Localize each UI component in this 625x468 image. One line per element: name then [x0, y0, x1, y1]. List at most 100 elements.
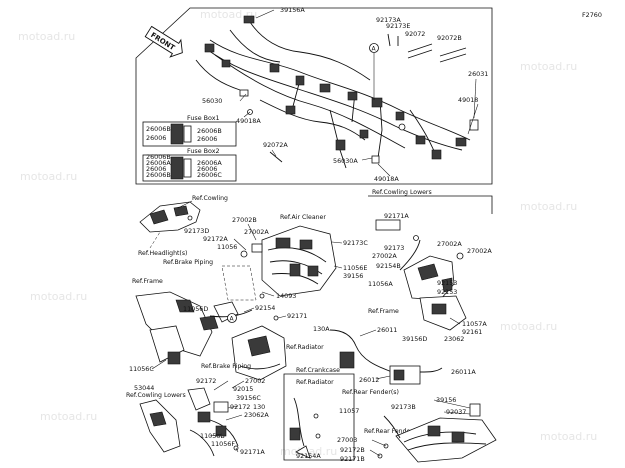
ref-headlight: Ref.Headlight(s) — [138, 250, 187, 257]
front-arrow-icon: FRONT — [144, 25, 183, 58]
fuse-26006C: 26006C — [197, 171, 222, 179]
center-cover — [231, 325, 287, 381]
ref-brake-piping: Ref.Brake Piping — [163, 259, 213, 266]
part-11056C: 11056C — [129, 365, 154, 373]
ref-radiator: Ref.Radiator — [296, 379, 334, 386]
harness-connectors — [204, 15, 479, 164]
part-92173C: 92173C — [343, 239, 368, 247]
watermark: motoad.ru — [500, 320, 557, 333]
diagram-code: F2760 — [582, 11, 602, 19]
part-92072B: 92072B — [437, 34, 462, 42]
callout-a-icon — [227, 313, 237, 323]
ref-cowling: Ref.Cowling — [192, 195, 228, 202]
part-56030: 56030 — [202, 97, 222, 105]
ref-brake-piping: Ref.Brake Piping — [201, 363, 251, 370]
crankcase-sensor-leads — [289, 397, 321, 459]
part-92154: 92154 — [255, 304, 275, 312]
part-39156: 39156 — [436, 396, 456, 404]
fuse-26006: 26006 — [146, 134, 166, 142]
part-49018A-2: 49018A — [374, 175, 399, 183]
right-side-bracket — [399, 235, 467, 331]
part-92173: 92173 — [384, 244, 404, 252]
part-11056E: 11056E — [343, 264, 367, 272]
part-39156C: 39156C — [236, 394, 261, 402]
part-92037: 92037 — [446, 408, 466, 416]
part-92153: 92153 — [437, 288, 457, 296]
watermark: motoad.ru — [40, 410, 97, 423]
part-92173B: 92173B — [391, 403, 416, 411]
watermark: motoad.ru — [200, 8, 257, 21]
ref-air-cleaner: Ref.Air Cleaner — [280, 214, 326, 221]
part-92171A: 92171A — [240, 448, 265, 456]
crankcase-group-frame — [283, 373, 355, 461]
rear-fender-harness — [377, 403, 497, 463]
air-cleaner-harness — [240, 225, 337, 299]
part-92154B: 92154B — [376, 262, 401, 270]
part-26011: 26011 — [377, 326, 397, 334]
fuse-box-1-title: Fuse Box1 — [187, 114, 220, 122]
watermark: motoad.ru — [20, 170, 77, 183]
part-130: 130 — [253, 403, 265, 411]
part-56030A: 56030A — [333, 157, 358, 165]
part-26012: 26012 — [359, 376, 379, 384]
part-26011A: 26011A — [451, 368, 476, 376]
ref-frame: Ref.Frame — [132, 278, 163, 285]
mid-leaders — [233, 223, 343, 297]
ref-cowling-lowers: Ref.Cowling Lowers — [372, 189, 432, 196]
watermark-layer: motoad.ru motoad.ru motoad.ru motoad.ru … — [18, 8, 597, 458]
upper-part-labels: 39156A 92173A 92173E 92072 92072B 26031 … — [202, 6, 488, 183]
part-39156D: 39156D — [402, 335, 427, 343]
fuse-26006B: 26006B — [146, 125, 171, 133]
part-11056D: 11056D — [183, 305, 208, 313]
fuse-box-2-title: Fuse Box2 — [187, 147, 220, 155]
part-27002A: 27002A — [372, 252, 397, 260]
part-49018: 49018 — [458, 96, 478, 104]
ref-crankcase: Ref.Crankcase — [296, 367, 340, 374]
part-27002A: 27002A — [467, 247, 492, 255]
fuse-box-2-group: Fuse Box2 26006B 26006A 26006 26006B 260… — [142, 147, 237, 182]
radiator-fan-relay — [339, 351, 355, 369]
fuse-26006: 26006 — [197, 135, 217, 143]
part-92172B: 92172B — [340, 446, 365, 454]
fuse-26006B: 26006B — [146, 153, 171, 161]
callout-a-icon — [369, 43, 379, 53]
fuse-26006B: 26006B — [146, 171, 171, 179]
lower-left-parts — [139, 387, 239, 457]
part-92153: 92153 — [437, 279, 457, 287]
part-11056A: 11056A — [368, 280, 393, 288]
ref-frame: Ref.Frame — [368, 308, 399, 315]
ref-rear-fender: Ref.Rear Fender(s) — [364, 428, 421, 435]
part-92072A: 92072A — [263, 141, 288, 149]
fuse-26006B: 26006B — [197, 127, 222, 135]
part-27002A: 27002A — [244, 228, 269, 236]
cable-ties — [269, 33, 467, 163]
part-11056: 11056 — [217, 243, 237, 251]
part-92173A: 92173A — [376, 16, 401, 24]
part-11056B: 11056B — [200, 432, 225, 440]
watermark: motoad.ru — [280, 445, 337, 458]
part-92161: 92161 — [462, 328, 482, 336]
ref-rear-fender: Ref.Rear Fender(s) — [342, 389, 399, 396]
part-92171: 92171 — [287, 312, 307, 320]
main-wiring-harness — [195, 21, 471, 169]
part-92015: 92015 — [233, 385, 253, 393]
upper-group-frame — [135, 7, 493, 185]
fuse-26006: 26006 — [146, 165, 166, 173]
part-23062: 23062 — [444, 335, 464, 343]
watermark: motoad.ru — [540, 430, 597, 443]
part-11057A: 11057A — [462, 320, 487, 328]
part-130A: 130A — [313, 325, 330, 333]
callout-a: A — [230, 316, 235, 323]
watermark: motoad.ru — [520, 200, 577, 213]
callout-a: A — [372, 46, 377, 53]
part-27002: 27002 — [245, 377, 265, 385]
part-27002B: 27002B — [232, 216, 257, 224]
lower-left-leaders — [209, 380, 245, 453]
part-92173D: 92173D — [184, 227, 209, 235]
fuse-26006A: 26006A — [197, 159, 222, 167]
part-92072: 92072 — [405, 30, 425, 38]
part-92172A: 92172A — [203, 235, 228, 243]
watermark: motoad.ru — [520, 60, 577, 73]
